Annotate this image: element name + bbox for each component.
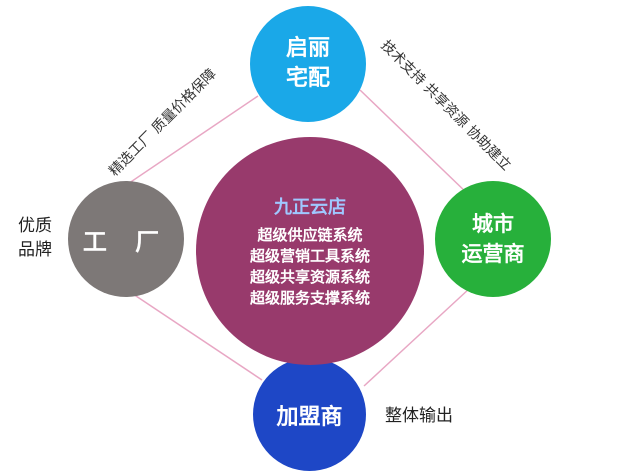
connector-left-bottom	[129, 291, 263, 381]
label-quality-brand-line1: 优质	[18, 216, 52, 236]
node-factory: 工 厂	[68, 181, 184, 297]
connector-top-right	[359, 89, 471, 197]
label-overall-output: 整体输出	[385, 406, 453, 426]
label-quality-brand: 优质 品牌	[18, 214, 52, 262]
node-jiuzheng-cloud-store: 九正云店 超级供应链系统 超级营销工具系统 超级共享资源系统 超级服务支撑系统	[196, 137, 424, 365]
node-right-line2: 运营商	[461, 242, 525, 266]
node-qili-zhaipei: 启丽 宅配	[250, 6, 366, 122]
node-left-label: 工 厂	[82, 227, 170, 256]
node-top-line1: 启丽	[285, 36, 330, 61]
connector-top-left	[109, 95, 259, 197]
connector-right-bottom	[363, 287, 471, 387]
center-line-3: 超级共享资源系统	[249, 268, 370, 286]
node-bottom-label: 加盟商	[276, 404, 343, 430]
node-top-line2: 宅配	[285, 66, 330, 91]
node-right-line1: 城市	[472, 212, 514, 236]
center-title: 九正云店	[274, 197, 346, 218]
node-franchisee: 加盟商	[253, 358, 366, 471]
center-line-1: 超级供应链系统	[257, 226, 363, 244]
center-line-2: 超级营销工具系统	[249, 247, 370, 265]
center-line-4: 超级服务支撑系统	[249, 289, 370, 307]
label-quality-brand-line2: 品牌	[18, 240, 52, 260]
node-city-operator: 城市 运营商	[435, 181, 551, 297]
